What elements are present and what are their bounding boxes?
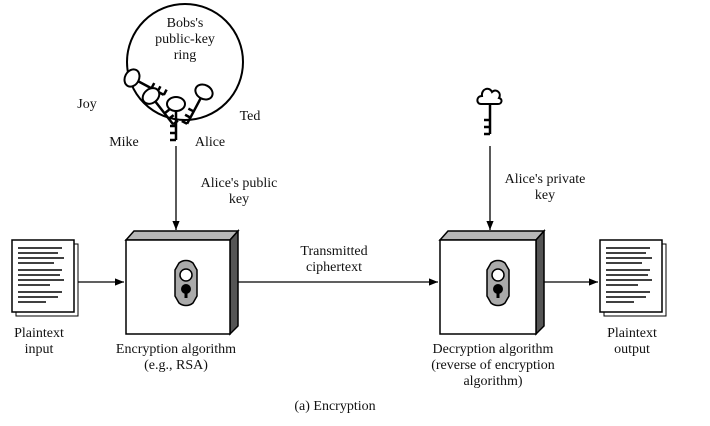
plaintext-output-document-icon [599, 239, 667, 317]
private-key-icon [476, 87, 503, 136]
key-ring [126, 3, 244, 121]
alice-key-icon [166, 96, 186, 142]
decryption-label-line2: (reverse of encryption [431, 358, 555, 373]
plaintext-input-line2: input [24, 342, 54, 357]
key-ring-label-line3: ring [173, 48, 197, 63]
private-key-label: Alice's private key [495, 172, 595, 204]
plaintext-output-label: Plaintext output [594, 326, 670, 358]
decryption-algorithm-label: Decryption algorithm (reverse of encrypt… [413, 342, 573, 390]
key-ring-label-line1: Bobs's [166, 16, 204, 31]
plaintext-input-document-icon [11, 239, 79, 317]
public-key-label: Alice's public key [184, 176, 294, 208]
transmitted-label-line1: Transmitted [300, 244, 368, 259]
transmitted-label-line2: ciphertext [306, 260, 362, 275]
public-key-label-line1: Alice's public [200, 176, 278, 191]
alice-label: Alice [194, 135, 226, 150]
plaintext-input-label: Plaintext input [4, 326, 74, 358]
transmitted-ciphertext-label: Transmitted ciphertext [284, 244, 384, 276]
figure-caption: (a) Encryption [294, 399, 376, 414]
encryption-label-line2: (e.g., RSA) [144, 358, 208, 373]
ted-key-icon [181, 83, 214, 125]
public-key-label-line2: key [228, 192, 250, 207]
joy-label: Joy [77, 97, 97, 112]
key-ring-label-line2: public-key [155, 32, 215, 47]
ted-label: Ted [239, 109, 261, 124]
plaintext-output-line1: Plaintext [607, 326, 657, 341]
private-key-label-line2: key [534, 188, 556, 203]
decryption-label-line3: algorithm) [463, 374, 523, 389]
key-ring-label: Bobs's public-key ring [140, 16, 230, 64]
plaintext-input-line1: Plaintext [14, 326, 64, 341]
mike-label: Mike [109, 135, 139, 150]
plaintext-output-line2: output [614, 342, 650, 357]
encryption-label-line1: Encryption algorithm [115, 342, 237, 357]
encryption-lock-icon [174, 259, 198, 307]
private-key-label-line1: Alice's private [504, 172, 586, 187]
mike-key-icon [141, 87, 179, 126]
encryption-algorithm-label: Encryption algorithm (e.g., RSA) [96, 342, 256, 374]
decryption-label-line1: Decryption algorithm [432, 342, 554, 357]
decryption-lock-icon [486, 259, 510, 307]
